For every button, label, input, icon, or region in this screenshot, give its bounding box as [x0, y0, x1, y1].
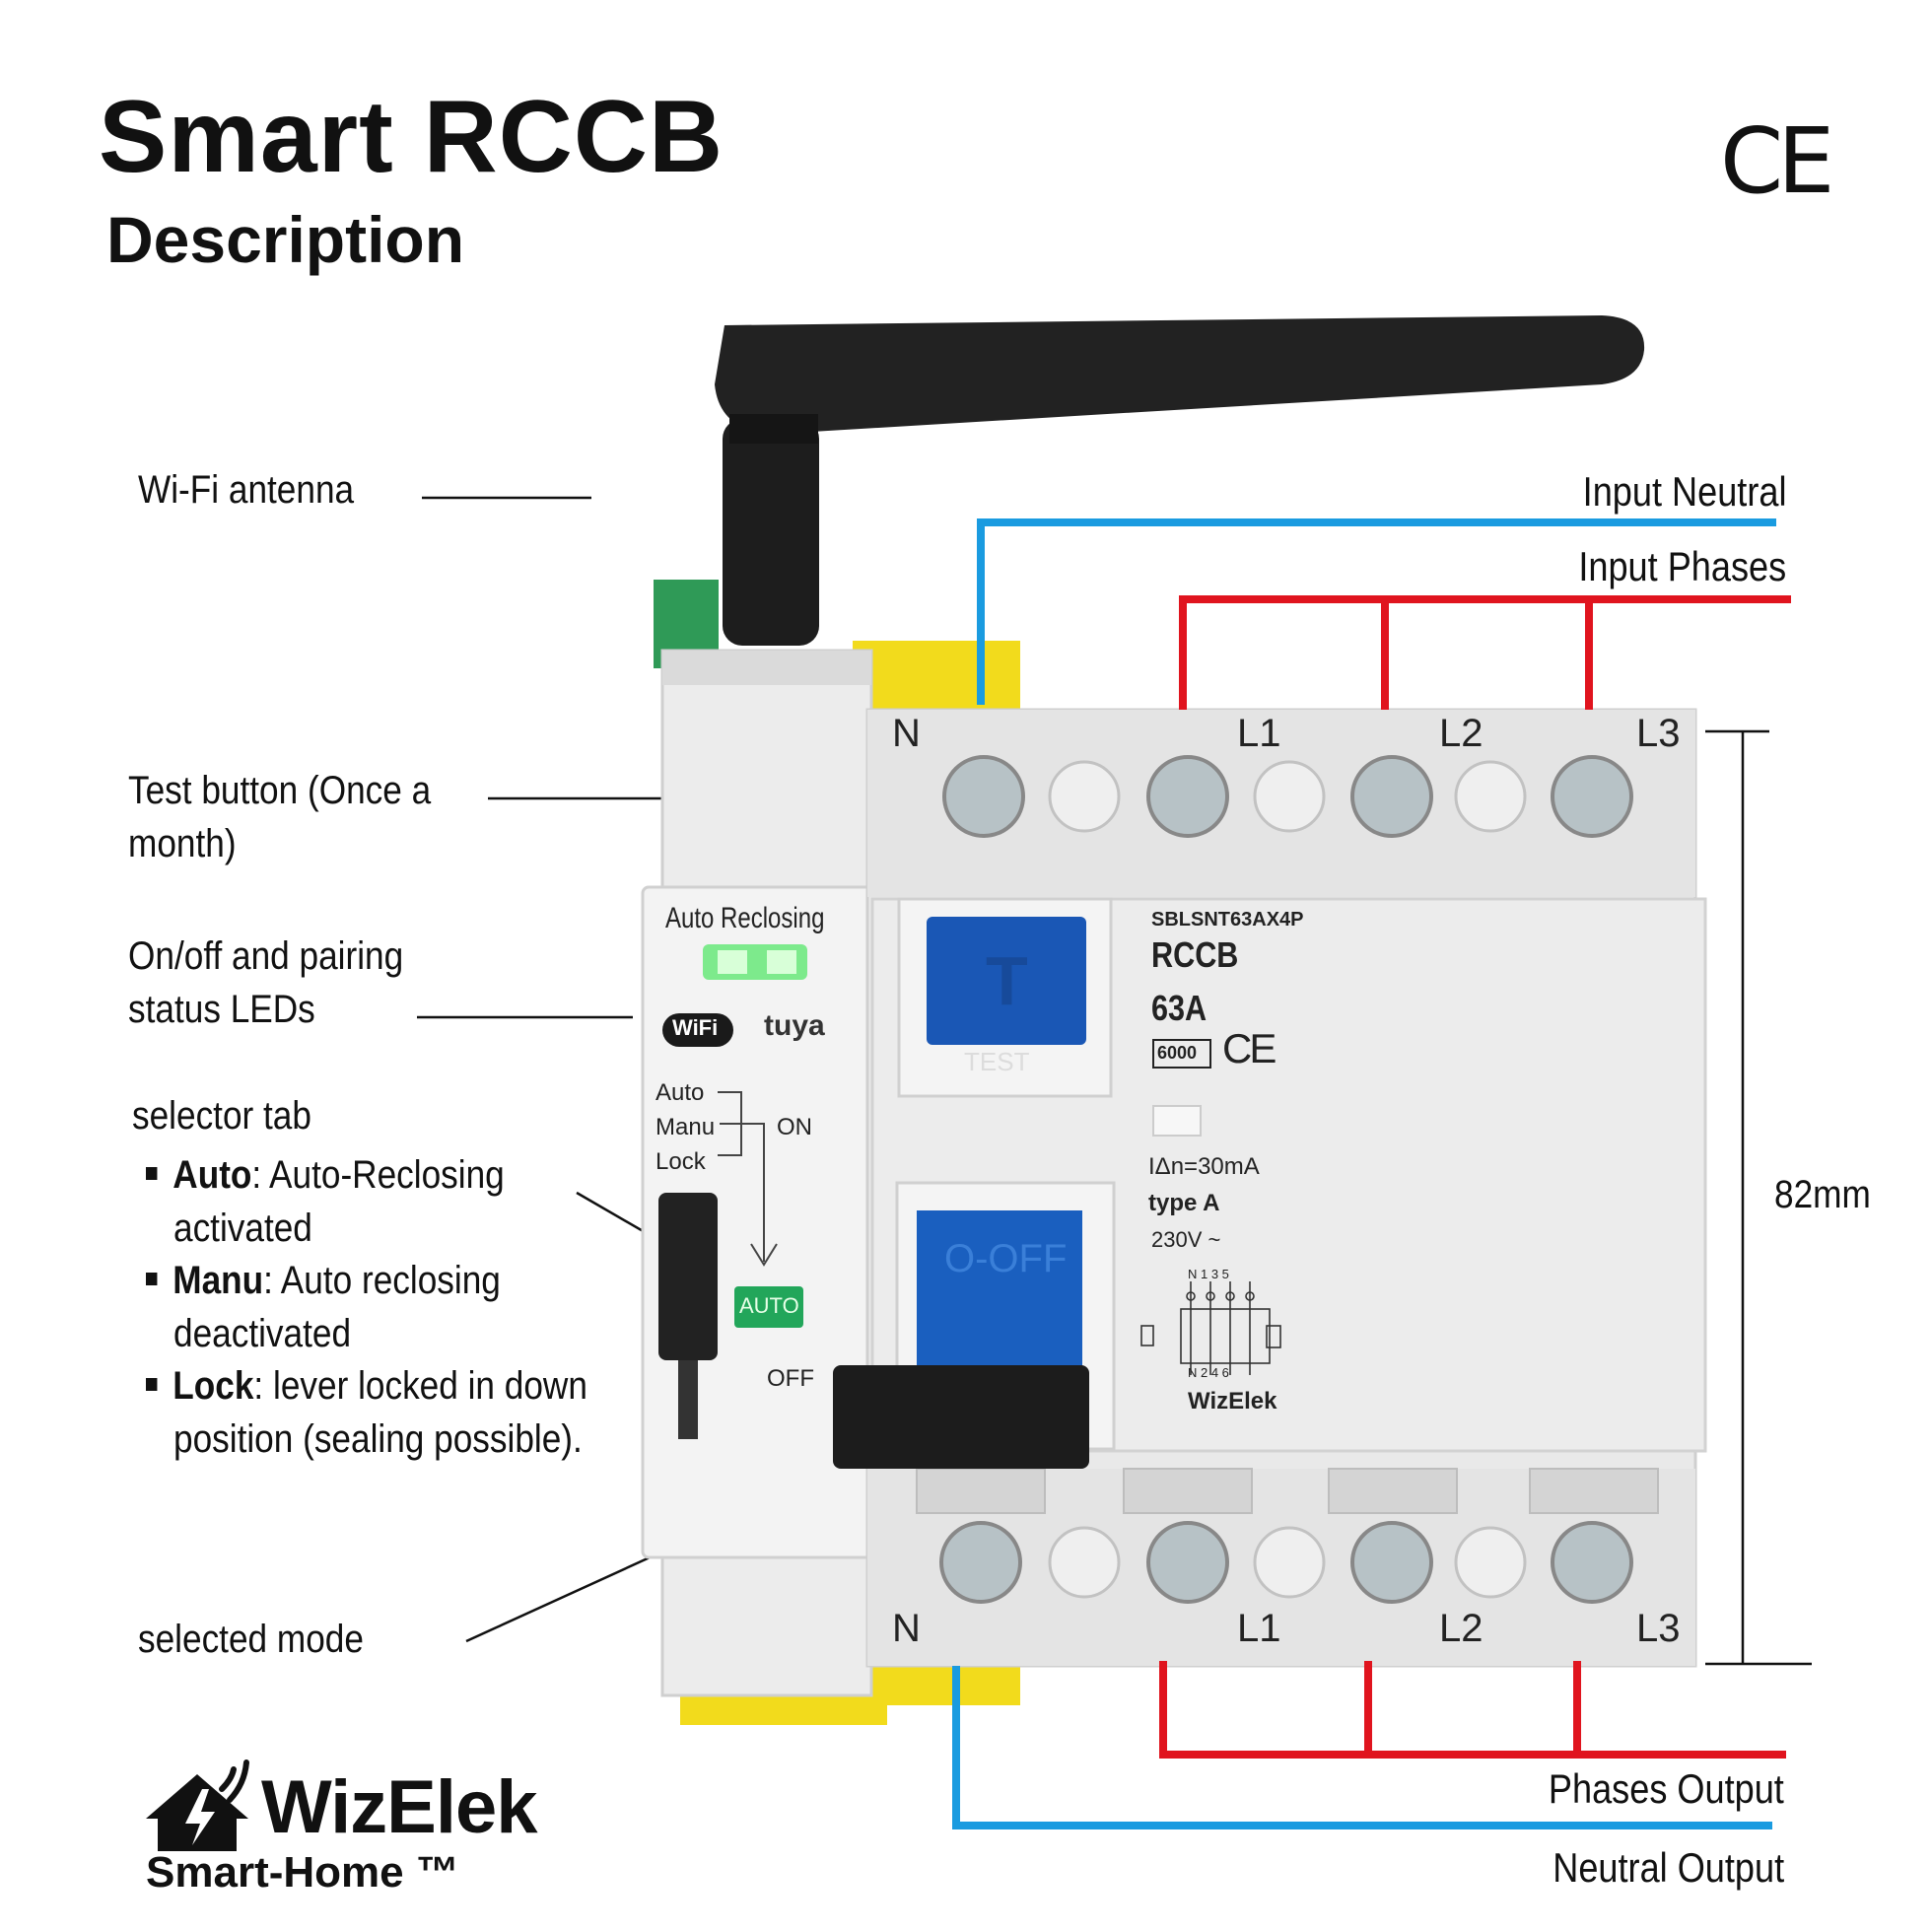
module-title: Auto Reclosing: [665, 902, 825, 934]
mode-manu-name: Manu: [172, 1259, 264, 1302]
breaking-capacity: 6000: [1157, 1043, 1198, 1063]
leds-label-line2: status LEDs: [128, 988, 315, 1031]
mode-lock-desc: : lever locked in down: [253, 1364, 587, 1408]
terminal-bottom-l3: L3: [1636, 1607, 1681, 1650]
mode-auto-desc: : Auto-Reclosing: [251, 1153, 505, 1197]
device-ce-mark: CE: [1222, 1025, 1276, 1071]
mode-manu-desc: : Auto reclosing: [263, 1259, 501, 1302]
lever-blue: [917, 1210, 1082, 1378]
neutral-output-wire: [952, 1666, 1772, 1829]
input-neutral-wire: [977, 518, 1776, 705]
wifi-antenna-label: Wi-Fi antenna: [138, 468, 355, 512]
mode-auto-item: Auto: Auto-Reclosing: [146, 1148, 505, 1202]
test-button-label-line2: month): [128, 822, 237, 865]
rcd-type: type A: [1148, 1190, 1220, 1216]
wifi-signal-icon: [219, 1760, 249, 1803]
terminal-top-l2: L2: [1439, 712, 1484, 755]
phases-output-label: Phases Output: [1549, 1765, 1784, 1812]
house-icon: [146, 1774, 248, 1851]
mode-lock-name: Lock: [172, 1364, 254, 1408]
diagram-bottom-label: N 2 4 6: [1188, 1365, 1229, 1380]
terminal-top-l3: L3: [1636, 712, 1681, 755]
neutral-output-label: Neutral Output: [1552, 1844, 1784, 1891]
leds-label-line1: On/off and pairing: [128, 934, 404, 978]
terminal-bottom-l1: L1: [1237, 1607, 1281, 1650]
mode-lock-item: Lock: lever locked in down: [146, 1359, 587, 1413]
test-button-label-line1: Test button (Once a: [128, 769, 432, 812]
phases-output-wire: [1159, 1661, 1786, 1759]
terminal-bottom-l2: L2: [1439, 1607, 1484, 1650]
selector-tab-label: selector tab: [132, 1094, 311, 1138]
page-subtitle: Description: [106, 203, 465, 276]
mode-lock-desc-line2: position (sealing possible).: [173, 1417, 583, 1461]
terminal-top-n: N: [892, 712, 921, 755]
auto-indicator: AUTO: [739, 1293, 799, 1318]
top-screws: [942, 755, 1633, 838]
bottom-screws: [916, 1468, 1659, 1604]
mode-manu-item: Manu: Auto reclosing: [146, 1254, 501, 1307]
wires: [952, 518, 1791, 1829]
mode-auto-name: Auto: [172, 1153, 252, 1197]
rccb-body: [833, 708, 1707, 1668]
device-model: SBLSNT63AX4P: [1151, 909, 1304, 931]
bullet-square: [146, 1272, 158, 1285]
terminal-bottom-n: N: [892, 1607, 921, 1650]
terminal-top-l1: L1: [1237, 712, 1281, 755]
voltage: 230V ~: [1151, 1227, 1221, 1252]
lever-label: O-OFF: [944, 1237, 1068, 1280]
wifi-badge: WiFi: [672, 1015, 719, 1040]
mode-manu-print: Manu: [656, 1114, 716, 1140]
device-type: RCCB: [1151, 934, 1239, 975]
mode-auto-print: Auto: [656, 1079, 705, 1106]
page-title: Smart RCCB: [99, 80, 724, 194]
off-label: OFF: [767, 1365, 814, 1392]
mode-auto-desc-line2: activated: [173, 1207, 312, 1250]
diagram-top-label: N 1 3 5: [1188, 1267, 1229, 1281]
bullet-square: [146, 1166, 158, 1180]
left-module: [641, 649, 881, 1697]
wiring-schematic: [1140, 1281, 1281, 1375]
input-phases-wire: [1179, 595, 1791, 710]
mode-manu-desc-line2: deactivated: [173, 1312, 352, 1355]
antenna: [715, 315, 1645, 646]
input-neutral-label: Input Neutral: [1582, 468, 1786, 515]
selected-mode-label: selected mode: [138, 1618, 364, 1661]
tuya-badge: tuya: [764, 1009, 825, 1042]
mode-lock-print: Lock: [656, 1148, 706, 1175]
ce-mark: CE: [1720, 108, 1834, 214]
device-rating: 63A: [1151, 988, 1208, 1028]
on-label: ON: [777, 1114, 812, 1140]
test-button: [927, 917, 1086, 1045]
brand-name: WizElek: [261, 1765, 538, 1849]
sensitivity: IΔn=30mA: [1148, 1153, 1260, 1180]
test-caption: TEST: [964, 1047, 1030, 1076]
lever-black: [833, 1365, 1089, 1469]
brand-tagline: Smart-Home ™: [146, 1848, 459, 1897]
test-button-glyph: T: [986, 942, 1028, 1019]
bullet-square: [146, 1377, 158, 1391]
device-maker: WizElek: [1188, 1388, 1277, 1414]
dimension-label: 82mm: [1774, 1173, 1871, 1216]
input-phases-label: Input Phases: [1578, 543, 1786, 589]
